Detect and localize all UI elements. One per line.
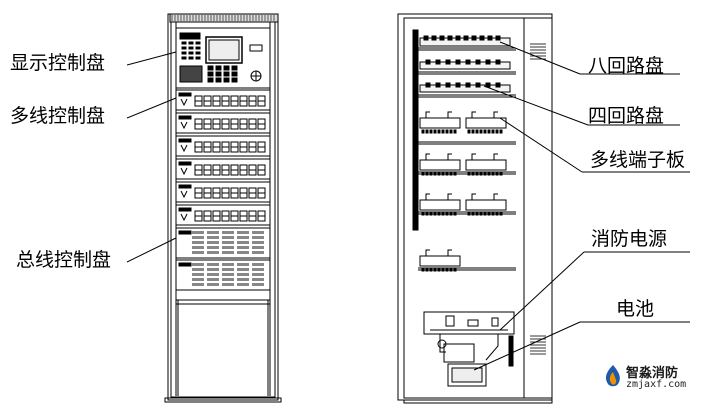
four-circuit-board bbox=[419, 59, 511, 93]
multiline-terminal-boards bbox=[419, 111, 507, 272]
label-four-circuit-panel: 四回路盘 bbox=[588, 105, 665, 127]
bus-panel bbox=[175, 259, 271, 291]
multiline-panel bbox=[175, 112, 271, 134]
multiline-control-panels bbox=[175, 89, 271, 226]
label-bus-control-panel: 总线控制盘 bbox=[16, 249, 112, 271]
label-multiline-terminal-board: 多线端子板 bbox=[590, 149, 686, 171]
label-eight-circuit-panel: 八回路盘 bbox=[588, 55, 665, 77]
label-fire-power-supply: 消防电源 bbox=[591, 228, 668, 250]
label-multiline-control-panel: 多线控制盘 bbox=[10, 105, 106, 127]
bus-control-panels bbox=[175, 227, 271, 291]
label-battery: 电池 bbox=[616, 298, 655, 320]
logo: 智淼消防 zmjaxf.com bbox=[602, 360, 712, 400]
terminal-board bbox=[465, 111, 507, 134]
bus-panel bbox=[175, 227, 271, 259]
terminal-board bbox=[465, 193, 507, 216]
logo-name: 智淼消防 bbox=[626, 366, 679, 381]
terminal-board bbox=[419, 153, 461, 176]
terminal-board bbox=[419, 193, 461, 216]
terminal-board bbox=[465, 153, 507, 176]
display-control-panel bbox=[175, 27, 271, 89]
multiline-panel bbox=[175, 135, 271, 157]
terminal-board bbox=[419, 249, 461, 272]
eight-circuit-board bbox=[419, 35, 511, 47]
multiline-panel bbox=[175, 89, 271, 111]
multiline-panel bbox=[175, 181, 271, 203]
fire-power-supply bbox=[423, 311, 515, 335]
front-cabinet bbox=[164, 13, 282, 403]
logo-url: zmjaxf.com bbox=[626, 379, 687, 390]
terminal-board bbox=[419, 111, 461, 134]
label-display-control-panel: 显示控制盘 bbox=[10, 52, 106, 74]
flame-logo-icon bbox=[605, 365, 620, 387]
multiline-panel bbox=[175, 158, 271, 180]
battery bbox=[437, 334, 499, 387]
multiline-panel bbox=[175, 204, 271, 226]
